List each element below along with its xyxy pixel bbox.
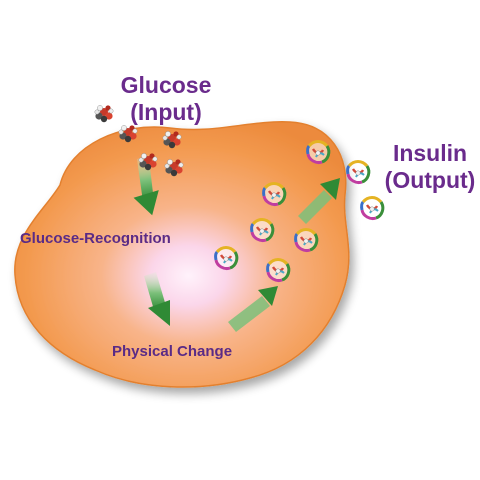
glucose-input-line2: (Input) <box>130 99 202 125</box>
glucose-input-label: Glucose (Input) <box>116 72 216 126</box>
arrow-change-to-release <box>228 286 278 332</box>
insulin-output-label: Insulin (Output) <box>380 140 480 194</box>
arrow-release-to-output <box>298 178 340 224</box>
arrow-recognition-to-change <box>144 272 170 326</box>
insulin-output-line1: Insulin <box>392 140 468 166</box>
step-physical-change: Physical Change <box>112 343 233 360</box>
glucose-input-line1: Glucose <box>120 72 212 98</box>
step-glucose-recognition: Glucose-Recognition <box>20 230 171 247</box>
insulin-output-line2: (Output) <box>384 167 476 193</box>
